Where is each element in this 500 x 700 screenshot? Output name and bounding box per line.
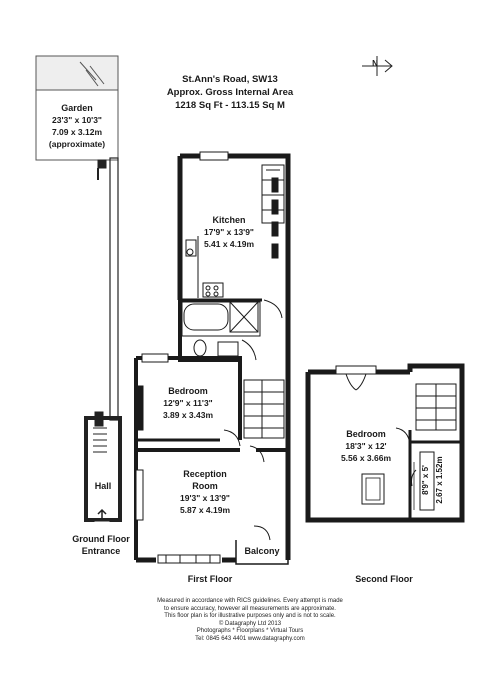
- reception-name-line2: Room: [192, 481, 218, 491]
- footer-line-5: Photographs * Floorplans * Virtual Tours: [196, 628, 304, 634]
- garden-note: (approximate): [48, 139, 106, 149]
- bedroom1-dim-metric: 3.89 x 3.43m: [162, 410, 214, 420]
- garden-dim-metric: 7.09 x 3.12m: [51, 127, 103, 137]
- bedroom1-dim-imperial: 12'9" x 11'3": [163, 398, 213, 408]
- area-label: Approx. Gross Internal Area: [166, 87, 294, 98]
- footer-line-3: This floor plan is for illustrative purp…: [164, 613, 336, 619]
- reception-dim-imperial: 19'3" x 13'9": [180, 493, 230, 503]
- bedroom2-dim-imperial: 18'3" x 12': [345, 441, 387, 451]
- first-floor-walls: [134, 151, 291, 565]
- footer-line-4: © Datagraphy Ltd 2013: [218, 620, 282, 627]
- footer-line-6: Tel: 0845 643 4401 www.datagraphy.com: [195, 635, 305, 642]
- entrance-label-line1: Ground Floor: [72, 534, 130, 544]
- entrance-label-line2: Entrance: [81, 546, 121, 556]
- reception-name: Reception: [183, 469, 227, 479]
- entrance-arrow-icon: [97, 508, 107, 518]
- address-title: St.Ann's Road, SW13: [182, 74, 278, 85]
- side-passage: [94, 157, 119, 427]
- garden-name: Garden: [61, 103, 93, 113]
- garden-area: [35, 55, 119, 161]
- balcony-name: Balcony: [244, 546, 280, 556]
- passage-door-marker: [97, 159, 107, 169]
- compass-icon: [362, 56, 393, 76]
- storage-dim-imperial: 8'9" x 5': [421, 465, 430, 495]
- bedroom2-name: Bedroom: [346, 429, 386, 439]
- hall-name: Hall: [94, 481, 112, 491]
- bedroom1-name: Bedroom: [168, 386, 208, 396]
- kitchen-dim-metric: 5.41 x 4.19m: [203, 239, 255, 249]
- first-floor-label: First Floor: [187, 574, 233, 584]
- kitchen-name: Kitchen: [212, 215, 246, 225]
- footer-line-2: to ensure accuracy, however all measurem…: [164, 605, 336, 612]
- area-value: 1218 Sq Ft - 113.15 Sq M: [175, 100, 285, 111]
- compass-label: N: [372, 59, 378, 68]
- hall-area: [84, 416, 122, 529]
- second-floor-walls: [305, 363, 465, 523]
- garden-dim-imperial: 23'3" x 10'3": [52, 115, 102, 125]
- footer-line-1: Measured in accordance with RICS guideli…: [157, 598, 343, 604]
- reception-dim-metric: 5.87 x 4.19m: [179, 505, 231, 515]
- bedroom2-dim-metric: 5.56 x 3.66m: [340, 453, 392, 463]
- second-floor-label: Second Floor: [355, 574, 413, 584]
- storage-dim-metric: 2.67 x 1.52m: [435, 456, 444, 504]
- kitchen-dim-imperial: 17'9" x 13'9": [204, 227, 254, 237]
